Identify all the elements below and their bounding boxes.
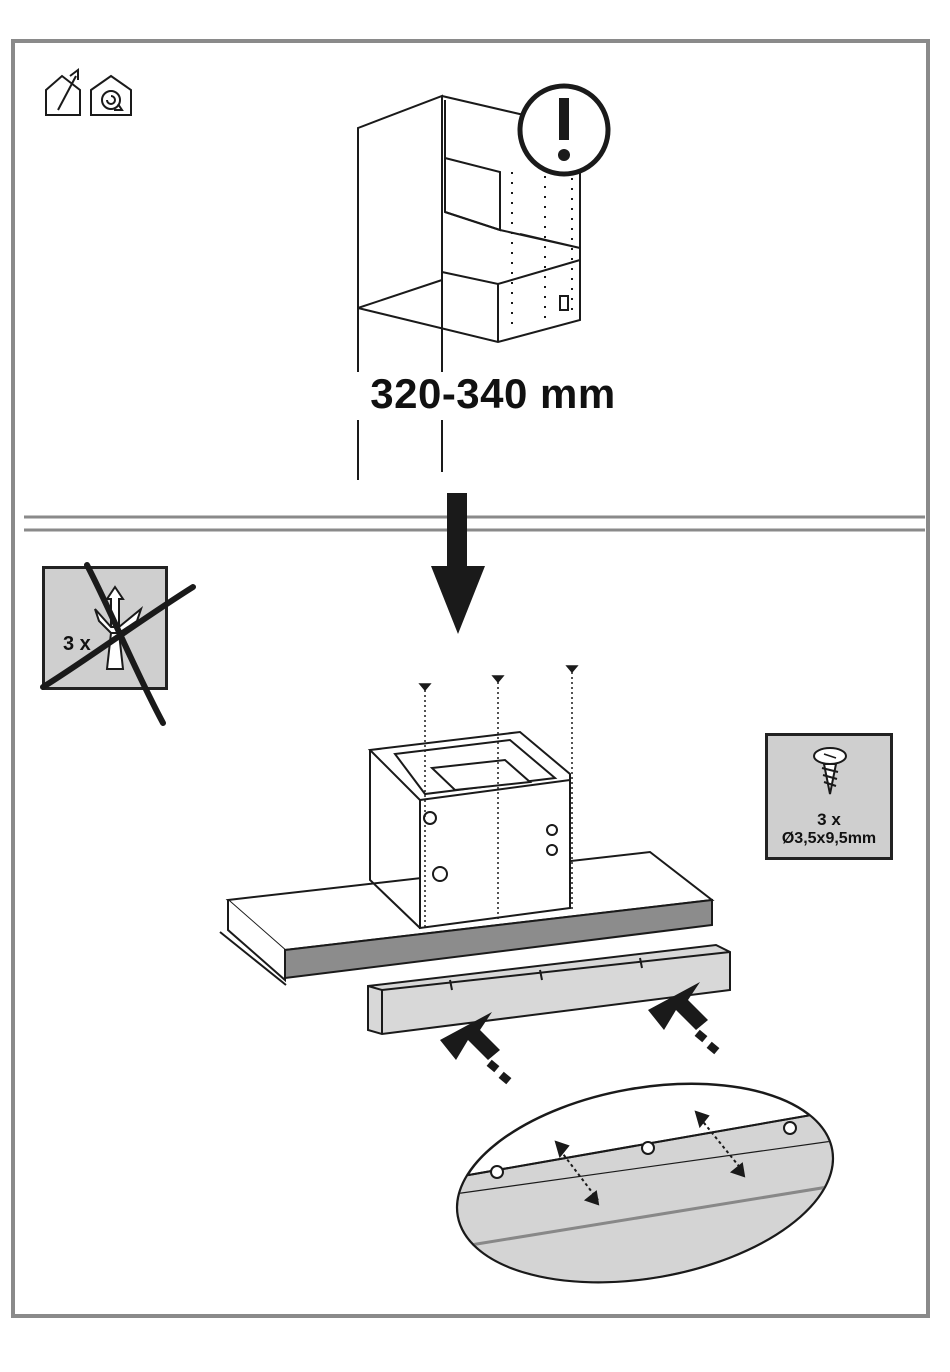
arrow-down-icon bbox=[431, 493, 485, 634]
cross-out-icon bbox=[39, 561, 219, 741]
dimension-label: 320-340 mm bbox=[0, 370, 950, 418]
detail-zoom-view bbox=[440, 1056, 849, 1309]
no-clips-warning-box: 3 x bbox=[42, 566, 168, 690]
section-divider bbox=[24, 517, 925, 530]
range-hood bbox=[220, 732, 712, 985]
screw-count: 3 x bbox=[768, 810, 890, 830]
screw-size: Ø3,5x9,5mm bbox=[768, 830, 890, 848]
screw-spec-box: 3 x Ø3,5x9,5mm bbox=[765, 733, 893, 860]
house-recirculation-icon bbox=[91, 76, 131, 115]
exclamation-icon bbox=[520, 86, 608, 174]
dimension-value: 320-340 mm bbox=[370, 370, 616, 418]
house-exhaust-icon bbox=[46, 70, 80, 115]
screw-icon bbox=[768, 736, 896, 808]
